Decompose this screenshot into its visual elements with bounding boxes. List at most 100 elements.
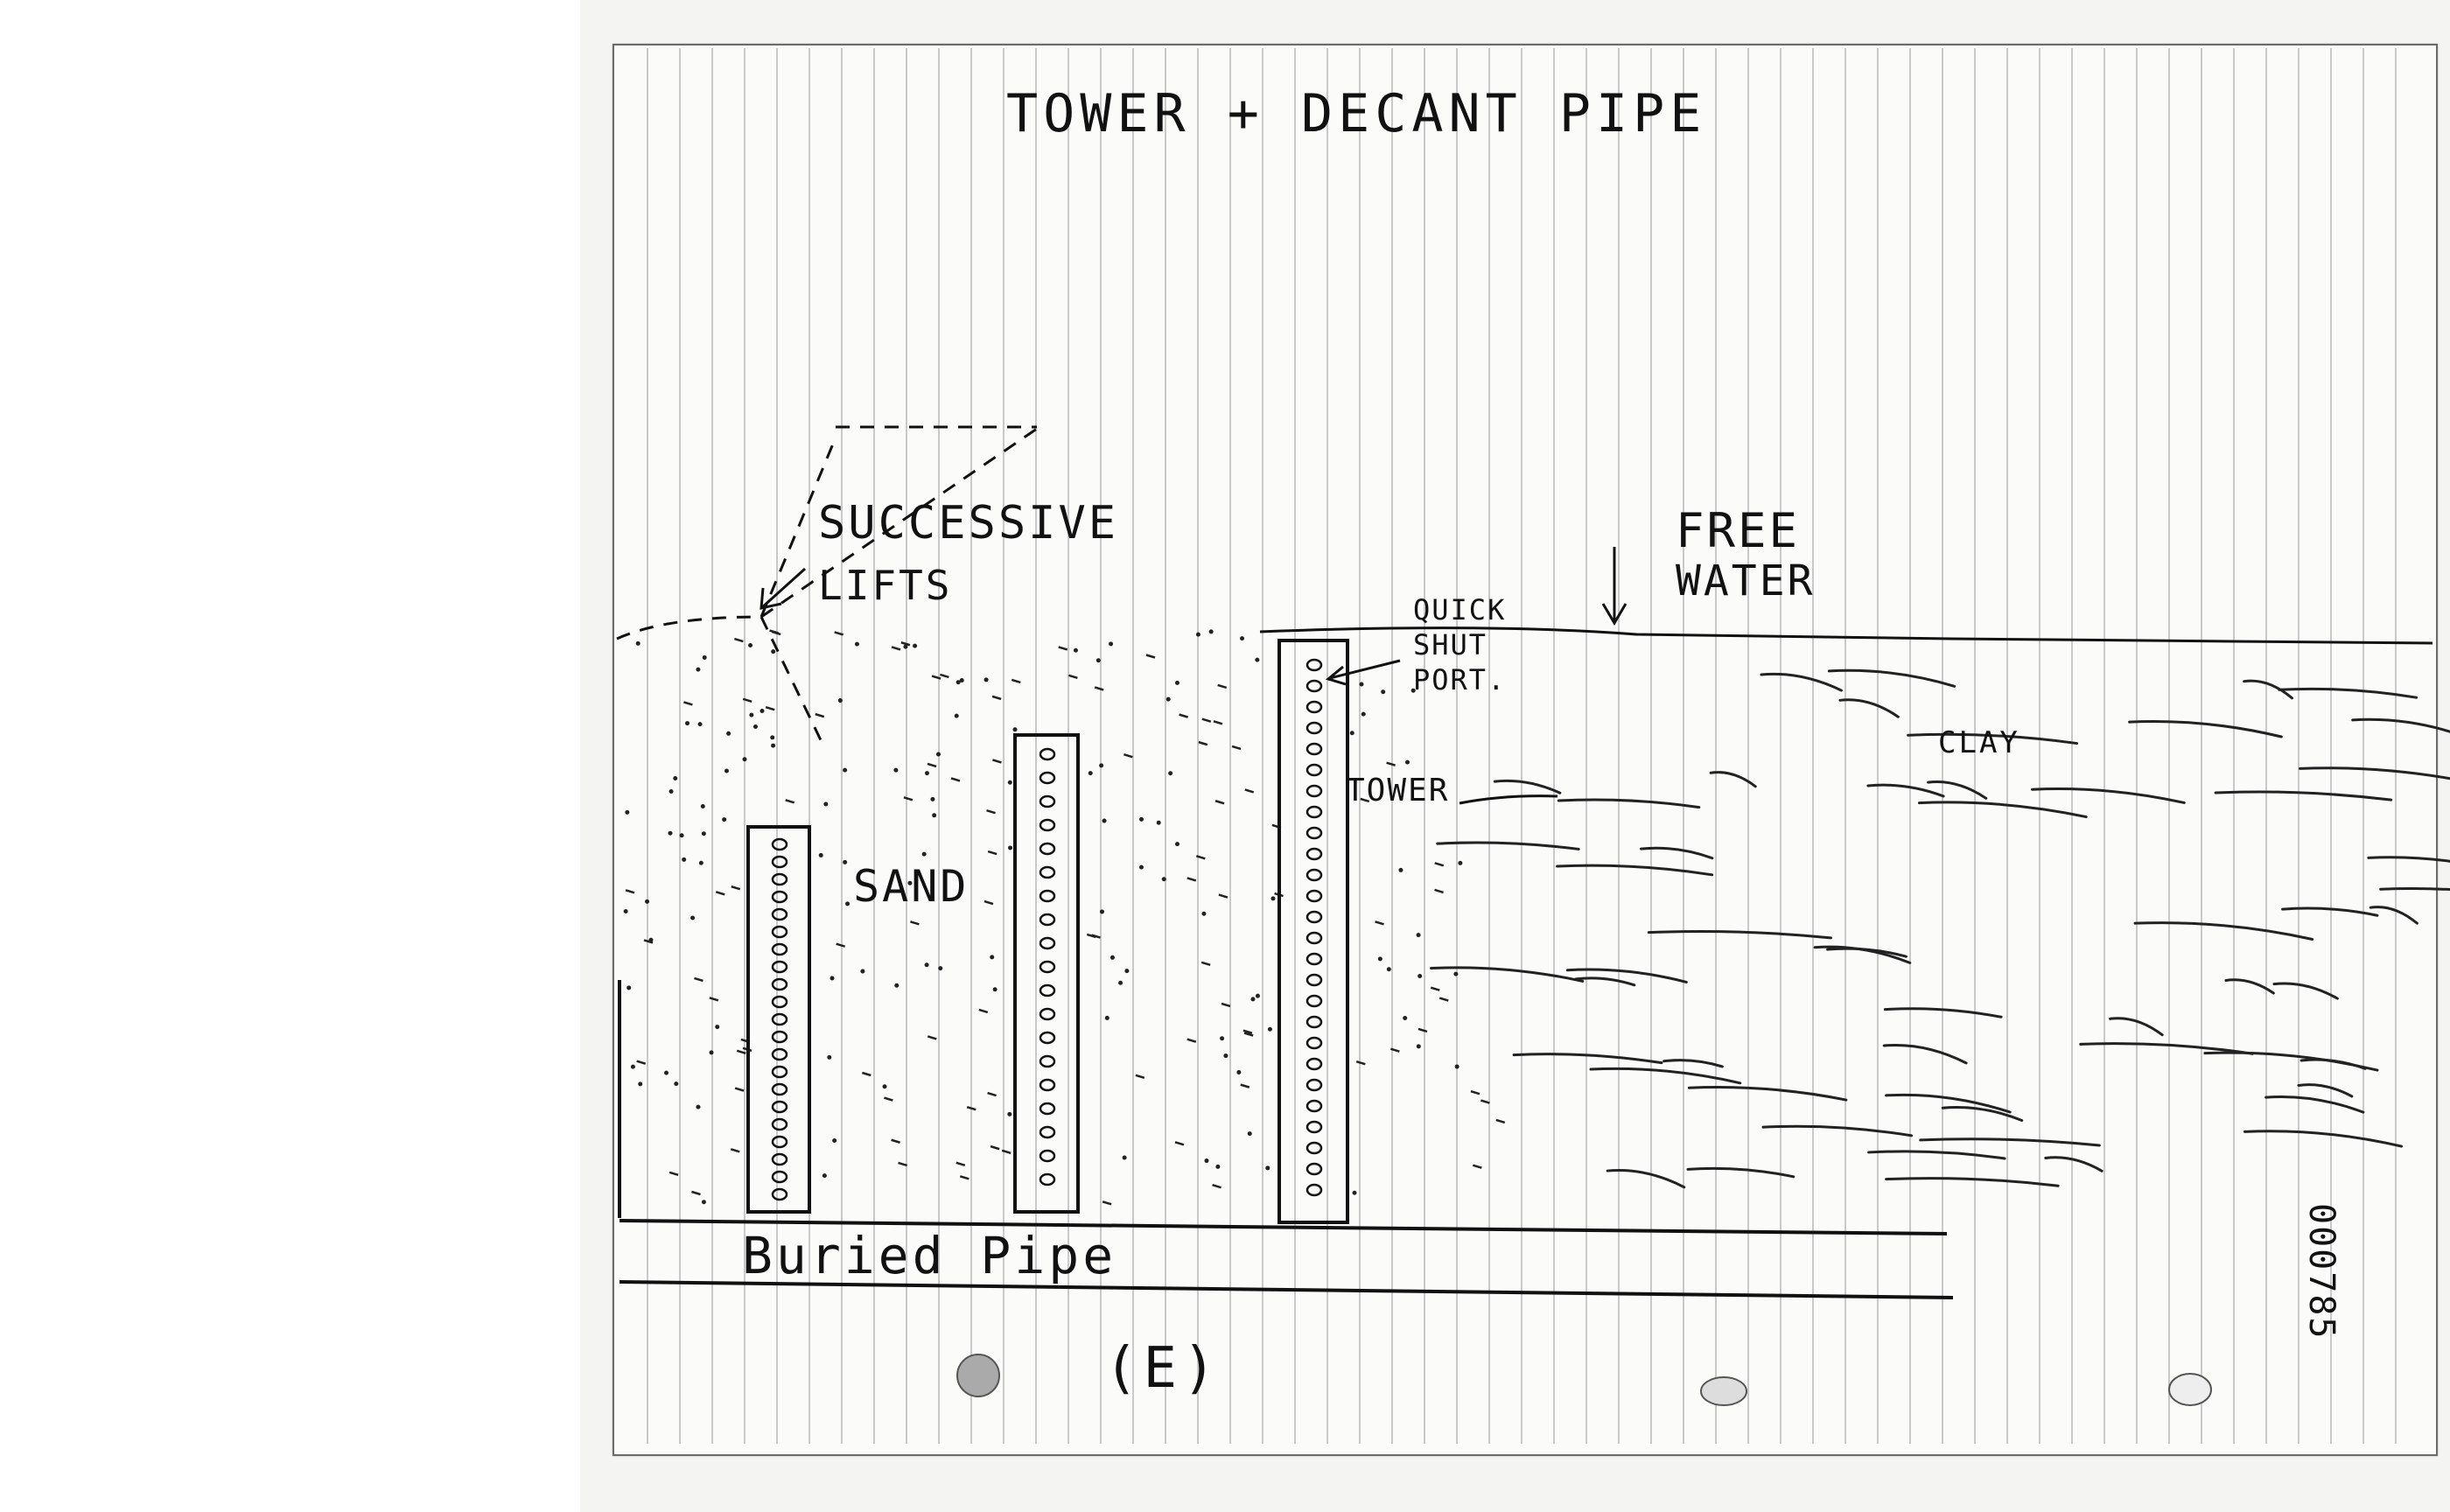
sand-grain (1099, 763, 1104, 768)
sand-grain (1201, 718, 1212, 723)
sand-grain (625, 809, 630, 815)
sand-grain (1058, 646, 1068, 651)
port-hole (771, 925, 788, 939)
sand-grain (959, 677, 964, 682)
port-hole (1039, 794, 1056, 808)
quick-shut-port-leader (1325, 659, 1401, 686)
sand-grain (1381, 690, 1386, 695)
sand-grain (1007, 1111, 1012, 1116)
sand-grain (715, 891, 725, 896)
sand-grain (701, 831, 706, 836)
sand-grain (645, 899, 650, 904)
sand-grain (907, 880, 913, 886)
water-surface-line (1259, 626, 2433, 645)
clay-stroke (2300, 1058, 2367, 1070)
sand-grain (860, 969, 865, 974)
sand-grain (760, 709, 765, 714)
sand-grain (682, 857, 687, 862)
sand-grain (742, 757, 747, 762)
sand-grain (861, 1071, 872, 1077)
sand-grain (1255, 657, 1260, 662)
sand-grain (749, 712, 754, 718)
port-hole (1039, 1054, 1056, 1068)
sand-grain (673, 775, 678, 780)
sand-grain (698, 860, 704, 865)
sand-grain (837, 698, 843, 704)
sand-grain (990, 955, 995, 960)
sand-grain (697, 722, 703, 727)
sand-grain (822, 1173, 827, 1179)
port-hole (1306, 721, 1323, 735)
sand-grain (1377, 956, 1382, 962)
free-water-label-line2: WATER (1676, 556, 1816, 606)
sand-grain (884, 1096, 893, 1102)
sand-grain (1231, 745, 1242, 751)
sand-grain (1458, 860, 1463, 865)
sand-grain (1438, 997, 1449, 1002)
sand-grain (1174, 842, 1180, 847)
tower-1 (746, 825, 811, 1214)
sand-grain (1139, 816, 1144, 822)
port-hole (1039, 1007, 1056, 1021)
sand-grain (932, 813, 937, 818)
sand-grain (1416, 1044, 1421, 1049)
clay-stroke (1687, 1085, 1848, 1102)
port-hole (1039, 889, 1056, 903)
port-hole (771, 1152, 788, 1166)
sand-grain (956, 1161, 966, 1167)
sand-grain (1386, 967, 1391, 972)
sand-grain (748, 642, 753, 648)
successive-lifts-arrow (760, 567, 807, 610)
sand-grain (668, 1171, 679, 1177)
sand-grain (1355, 1060, 1366, 1066)
successive-lifts-label-line2: LIFTS (818, 562, 952, 609)
port-hole (1039, 1102, 1056, 1116)
notebook-sheet (612, 44, 2438, 1456)
sand-grain (903, 796, 914, 802)
port-hole (1306, 1120, 1323, 1134)
sand-grain (722, 817, 727, 822)
quick-shut-port-label-line2: SHUT (1413, 628, 1488, 662)
sand-grain (1012, 727, 1018, 732)
sand-grain (683, 701, 693, 706)
clay-stroke (2128, 719, 2283, 738)
sand-grain (1088, 771, 1093, 776)
sand-grain (1214, 800, 1225, 805)
sand-grain (1195, 632, 1200, 637)
clay-stroke (2109, 1017, 2164, 1037)
sand-grain (903, 644, 908, 649)
sand-grain (1361, 711, 1366, 717)
punch-holes (956, 1354, 2212, 1406)
port-hole (771, 1047, 788, 1061)
sand-grain (1247, 1131, 1252, 1137)
clay-stroke (1885, 1093, 2012, 1114)
sand-grain (691, 1190, 701, 1196)
sand-grain (1156, 820, 1161, 825)
port-hole (1039, 771, 1056, 785)
port-hole (1306, 742, 1323, 756)
clay-stroke (1882, 1044, 1968, 1065)
sand-grain (785, 799, 795, 804)
clay-stroke (2044, 1156, 2104, 1172)
clay-stroke (1647, 930, 1832, 940)
successive-lifts-outline (616, 425, 1038, 745)
sand-grain (1212, 1183, 1222, 1189)
successive-lifts-label-line1: SUCCESSIVE (818, 497, 1118, 550)
sand-grain (1099, 909, 1104, 914)
sand-grain (1094, 686, 1104, 691)
clay-stroke (1640, 846, 1714, 860)
sand-grain (690, 915, 696, 920)
sand-grain (701, 1200, 706, 1205)
sand-grain (1201, 911, 1207, 916)
sand-grain (1102, 1200, 1112, 1206)
sand-grain (927, 762, 937, 768)
sand-grain (696, 667, 701, 672)
sand-grain (1434, 888, 1444, 894)
sand-grain (771, 649, 776, 654)
sand-grain (1454, 1064, 1460, 1069)
port-hole (1039, 1149, 1056, 1163)
sand-grain (1091, 934, 1101, 939)
sand-grain (1403, 1016, 1408, 1021)
buried-pipe (619, 1219, 1954, 1299)
sand-grain (694, 976, 704, 983)
